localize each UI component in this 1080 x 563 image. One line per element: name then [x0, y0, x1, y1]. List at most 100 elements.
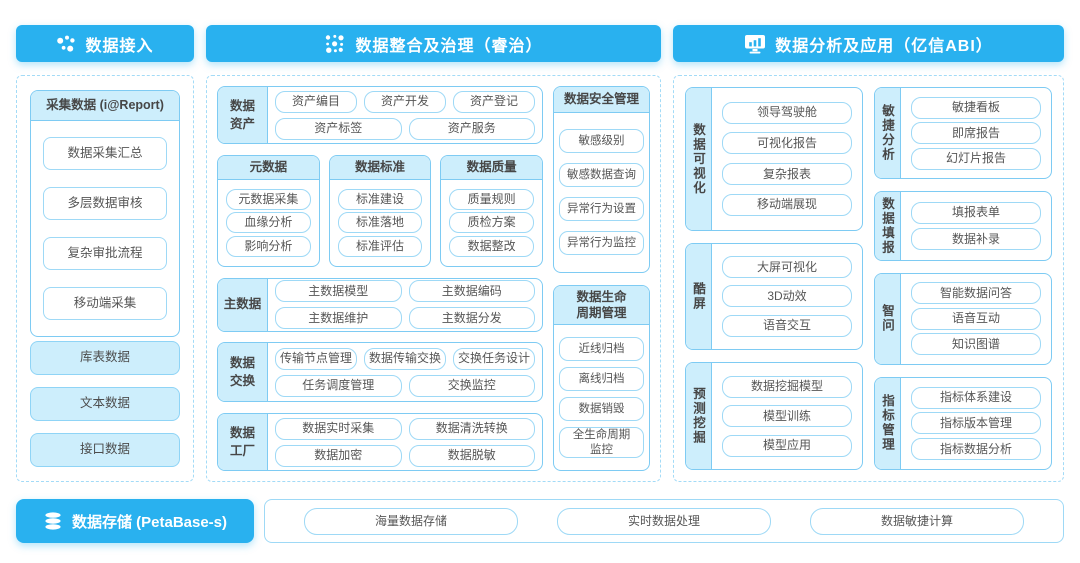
feature-box: 离线归档 [559, 367, 644, 392]
feature-box: 资产编目 [275, 90, 357, 113]
feature-box: 数据传输交换 [364, 347, 446, 370]
data-security-panel: 数据安全管理 敏感级别 敏感数据查询 异常行为设置 异常行为监控 [553, 86, 650, 273]
access-column: 数据接入 采集数据 (i@Report) 数据采集汇总 多层数据审核 复杂审批流… [16, 25, 194, 482]
metadata-panel: 元数据 元数据采集 血缘分析 影响分析 [217, 154, 320, 267]
feature-box: 填报表单 [911, 201, 1041, 224]
source-box: 接口数据 [30, 433, 180, 467]
feature-box: 标准落地 [337, 212, 423, 234]
data-visualization-group: 数据可视化 领导驾驶舱 可视化报告 复杂报表 移动端展现 [685, 87, 863, 231]
group-label: 智问 [875, 273, 901, 364]
feature-box: 数据实时采集 [275, 417, 402, 440]
access-header: 数据接入 [16, 25, 194, 62]
feature-box: 领导驾驶舱 [722, 101, 852, 124]
storage-title: 数据存储 (PetaBase-s) [71, 513, 228, 531]
smart-qa-group: 智问 智能数据问答 语音互动 知识图谱 [874, 272, 1052, 365]
feature-box: 质量规则 [449, 188, 535, 210]
panel-title: 数据安全管理 [554, 87, 649, 113]
data-exchange-row: 数据 交换 传输节点管理 数据传输交换 交换任务设计 任务调度管理 交换监控 [217, 342, 543, 403]
feature-box: 幻灯片报告 [911, 147, 1041, 170]
feature-box: 任务调度管理 [275, 374, 402, 397]
feature-box: 3D动效 [722, 285, 852, 308]
master-data-row: 主数据 主数据模型 主数据编码 主数据维护 主数据分发 [217, 277, 543, 332]
collect-panel-title: 采集数据 (i@Report) [31, 91, 179, 121]
feature-box: 大屏可视化 [722, 256, 852, 278]
feature-box: 异常行为设置 [559, 197, 644, 222]
data-quality-panel: 数据质量 质量规则 质检方案 数据整改 [440, 154, 544, 267]
feature-box: 标准建设 [337, 188, 423, 210]
dots-grid-icon [326, 34, 345, 53]
group-label: 指标管理 [875, 377, 901, 470]
feature-box: 交换监控 [408, 374, 535, 397]
access-container: 采集数据 (i@Report) 数据采集汇总 多层数据审核 复杂审批流程 移动端… [16, 75, 194, 482]
feature-box: 资产登记 [453, 90, 535, 113]
governance-column: 数据整合及治理（睿治） 数据 资产 资产编目 资产开发 资产登记 [206, 25, 661, 482]
feature-box: 模型应用 [722, 434, 852, 457]
monitor-chart-icon [745, 34, 766, 53]
feature-box: 近线归档 [559, 337, 644, 362]
diagram-top-area: 数据接入 采集数据 (i@Report) 数据采集汇总 多层数据审核 复杂审批流… [16, 25, 1064, 482]
feature-box: 主数据分发 [408, 307, 535, 329]
row-label: 数据 工厂 [218, 414, 268, 470]
feature-box: 数据补录 [911, 228, 1041, 251]
predictive-mining-group: 预测挖掘 数据挖掘模型 模型训练 模型应用 [685, 362, 863, 471]
feature-box: 异常行为监控 [559, 231, 644, 256]
feature-box: 标准评估 [337, 236, 423, 257]
feature-box: 数据整改 [449, 236, 535, 257]
storage-header: 数据存储 (PetaBase-s) [16, 499, 254, 543]
feature-box: 敏捷看板 [911, 96, 1041, 119]
feature-box: 数据挖掘模型 [722, 375, 852, 398]
feature-box: 主数据模型 [275, 280, 402, 302]
access-title: 数据接入 [85, 37, 154, 55]
cool-screen-group: 酷屏 大屏可视化 3D动效 语音交互 [685, 242, 863, 351]
feature-box: 全生命周期 监控 [559, 427, 644, 458]
analysis-right-column: 敏捷分析 敏捷看板 即席报告 幻灯片报告 数据填报 填报表单 数据补录 [874, 87, 1052, 471]
group-label: 数据可视化 [686, 88, 712, 230]
feature-box: 资产服务 [408, 117, 535, 140]
analysis-container: 数据可视化 领导驾驶舱 可视化报告 复杂报表 移动端展现 酷屏 大屏可 [673, 75, 1064, 482]
database-icon [45, 512, 61, 530]
feature-box: 资产开发 [364, 90, 446, 113]
feature-box: 指标版本管理 [911, 412, 1041, 435]
indicator-management-group: 指标管理 指标体系建设 指标版本管理 指标数据分析 [874, 376, 1052, 471]
feature-box: 主数据编码 [408, 280, 535, 302]
governance-header: 数据整合及治理（睿治） [206, 25, 661, 62]
feature-box: 血缘分析 [226, 212, 311, 234]
panel-title: 数据生命 周期管理 [554, 285, 649, 325]
collect-panel-body: 数据采集汇总 多层数据审核 复杂审批流程 移动端采集 [31, 121, 179, 336]
feature-box: 移动端采集 [43, 287, 167, 320]
dots-network-icon [57, 35, 76, 52]
group-label: 预测挖掘 [686, 363, 712, 470]
feature-box: 元数据采集 [226, 188, 311, 210]
data-factory-row: 数据 工厂 数据实时采集 数据清洗转换 数据加密 数据脱敏 [217, 413, 543, 471]
feature-box: 主数据维护 [275, 307, 402, 329]
analysis-title: 数据分析及应用（亿信ABI） [775, 37, 993, 55]
panel-title: 数据标准 [329, 155, 431, 180]
data-asset-row: 数据 资产 资产编目 资产开发 资产登记 资产标签 资产服务 [217, 86, 543, 144]
feature-box: 海量数据存储 [304, 507, 518, 535]
data-filling-group: 数据填报 填报表单 数据补录 [874, 191, 1052, 261]
feature-box: 可视化报告 [722, 132, 852, 155]
feature-box: 数据脱敏 [408, 444, 535, 467]
feature-box: 复杂报表 [722, 163, 852, 186]
data-sources-list: 库表数据 文本数据 接口数据 [30, 341, 180, 467]
analysis-header: 数据分析及应用（亿信ABI） [673, 25, 1064, 62]
group-label: 敏捷分析 [875, 88, 901, 179]
governance-title: 数据整合及治理（睿治） [355, 37, 543, 55]
row-label: 数据 交换 [218, 343, 268, 402]
group-label: 酷屏 [686, 243, 712, 350]
governance-side-area: 数据安全管理 敏感级别 敏感数据查询 异常行为设置 异常行为监控 数据生命 周期… [553, 86, 650, 471]
feature-box: 数据敏捷计算 [810, 507, 1024, 535]
feature-box: 语音互动 [911, 307, 1041, 330]
feature-box: 实时数据处理 [557, 507, 771, 535]
feature-box: 数据销毁 [559, 397, 644, 422]
feature-box: 传输节点管理 [275, 347, 357, 370]
row-label: 数据 资产 [218, 87, 268, 143]
analysis-column: 数据分析及应用（亿信ABI） 数据可视化 领导驾驶舱 可视化报告 复杂报表 移动… [673, 25, 1064, 482]
feature-box: 智能数据问答 [911, 282, 1041, 305]
feature-box: 语音交互 [722, 314, 852, 337]
feature-box: 多层数据审核 [43, 187, 167, 220]
source-box: 文本数据 [30, 387, 180, 421]
feature-box: 即席报告 [911, 122, 1041, 145]
feature-box: 模型训练 [722, 405, 852, 428]
